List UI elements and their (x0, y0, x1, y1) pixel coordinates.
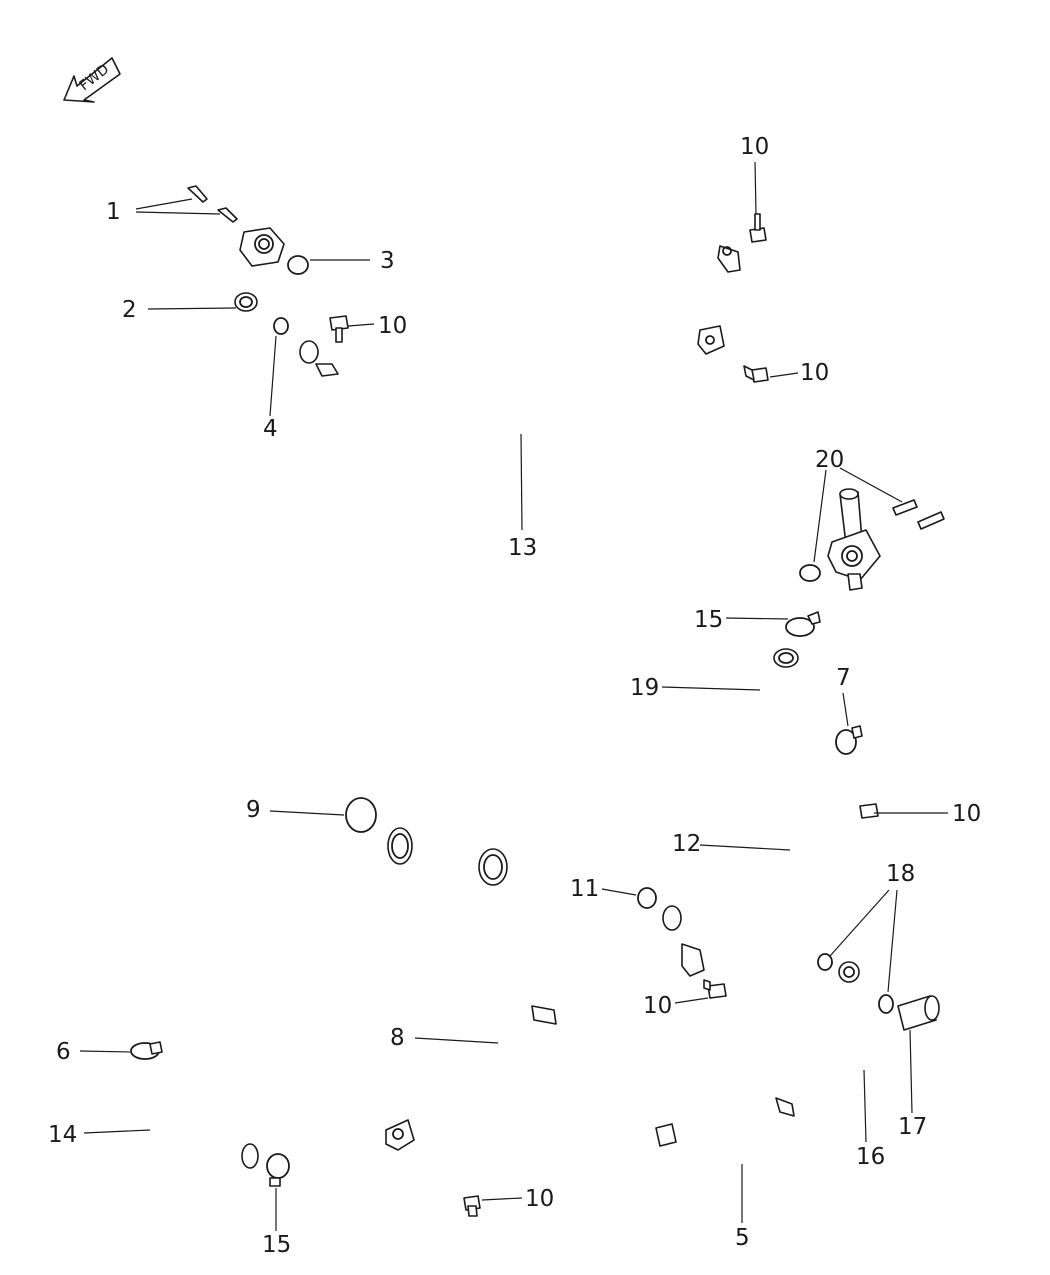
hose-clamp-part-7 (835, 725, 863, 755)
callout-8: 8 (390, 1025, 405, 1051)
banjo-bolt-part-17 (897, 995, 940, 1031)
bolt-part-1b (217, 207, 238, 223)
callout-10-d: 10 (952, 801, 981, 827)
hose-clamp-part-5b (775, 1097, 795, 1117)
callout-18: 18 (886, 861, 915, 887)
callout-10-e: 10 (643, 993, 672, 1019)
coolant-tube-part-8 (295, 827, 566, 1226)
coolant-hose-part-14 (142, 1080, 260, 1169)
callout-13: 13 (508, 535, 537, 561)
coolant-tube-part-16 (837, 961, 871, 1085)
o-ring-part-18a (817, 953, 833, 971)
callout-9: 9 (246, 797, 261, 823)
hose-clamp-part-15-lower (266, 1153, 290, 1187)
coolant-tube-part-13 (299, 245, 766, 476)
coolant-outlet-elbow (234, 227, 285, 312)
callout-4: 4 (263, 416, 278, 442)
callout-10-b: 10 (740, 134, 769, 160)
coolant-outlet-part-20 (827, 488, 881, 591)
callout-7: 7 (836, 665, 851, 691)
bolt-part-10-b (329, 315, 349, 343)
callout-16: 16 (856, 1144, 885, 1170)
hose-clamp-part-5a (655, 1123, 677, 1147)
o-ring-part-3 (287, 255, 309, 275)
o-ring-part-4 (273, 317, 289, 335)
coolant-tube-part-12 (662, 743, 912, 977)
bolt-part-10-f (463, 1195, 481, 1217)
callout-20: 20 (815, 447, 844, 473)
coolant-hose-part-19 (773, 648, 825, 747)
bolt-part-1a (187, 185, 208, 203)
bolt-part-10-a (749, 213, 767, 243)
bolt-part-20a (892, 499, 918, 516)
coolant-hose-part-5 (680, 1118, 788, 1170)
o-ring-part-9 (345, 797, 377, 833)
callout-11: 11 (570, 876, 599, 902)
bolt-part-20b (917, 511, 945, 530)
leader-lines (79, 161, 948, 1231)
callout-15-b: 15 (262, 1232, 291, 1258)
callout-3: 3 (380, 248, 395, 274)
hose-clamp-part-15-upper (785, 611, 821, 637)
bolt-part-10-d (859, 803, 879, 819)
o-ring-part-11 (637, 887, 657, 909)
o-ring-part-18b (878, 994, 894, 1014)
fwd-arrow-icon: FWD (63, 57, 121, 103)
callout-5: 5 (735, 1225, 750, 1251)
o-ring-part-20 (799, 564, 821, 582)
callout-19: 19 (630, 675, 659, 701)
callout-6: 6 (56, 1039, 71, 1065)
callout-2: 2 (122, 297, 137, 323)
callout-labels: 1 2 3 4 10 10 10 13 20 15 19 7 9 12 10 1… (48, 134, 981, 1258)
callout-15-a: 15 (694, 607, 723, 633)
bolt-part-10-c (743, 365, 769, 383)
callout-10-f: 10 (525, 1186, 554, 1212)
callout-17: 17 (898, 1114, 927, 1140)
callout-14: 14 (48, 1122, 77, 1148)
callout-10-c: 10 (800, 360, 829, 386)
hose-clamp-part-6 (130, 1041, 163, 1060)
callout-12: 12 (672, 831, 701, 857)
callout-10-a: 10 (378, 313, 407, 339)
callout-1: 1 (106, 199, 121, 225)
bolt-part-10-e (703, 979, 727, 999)
